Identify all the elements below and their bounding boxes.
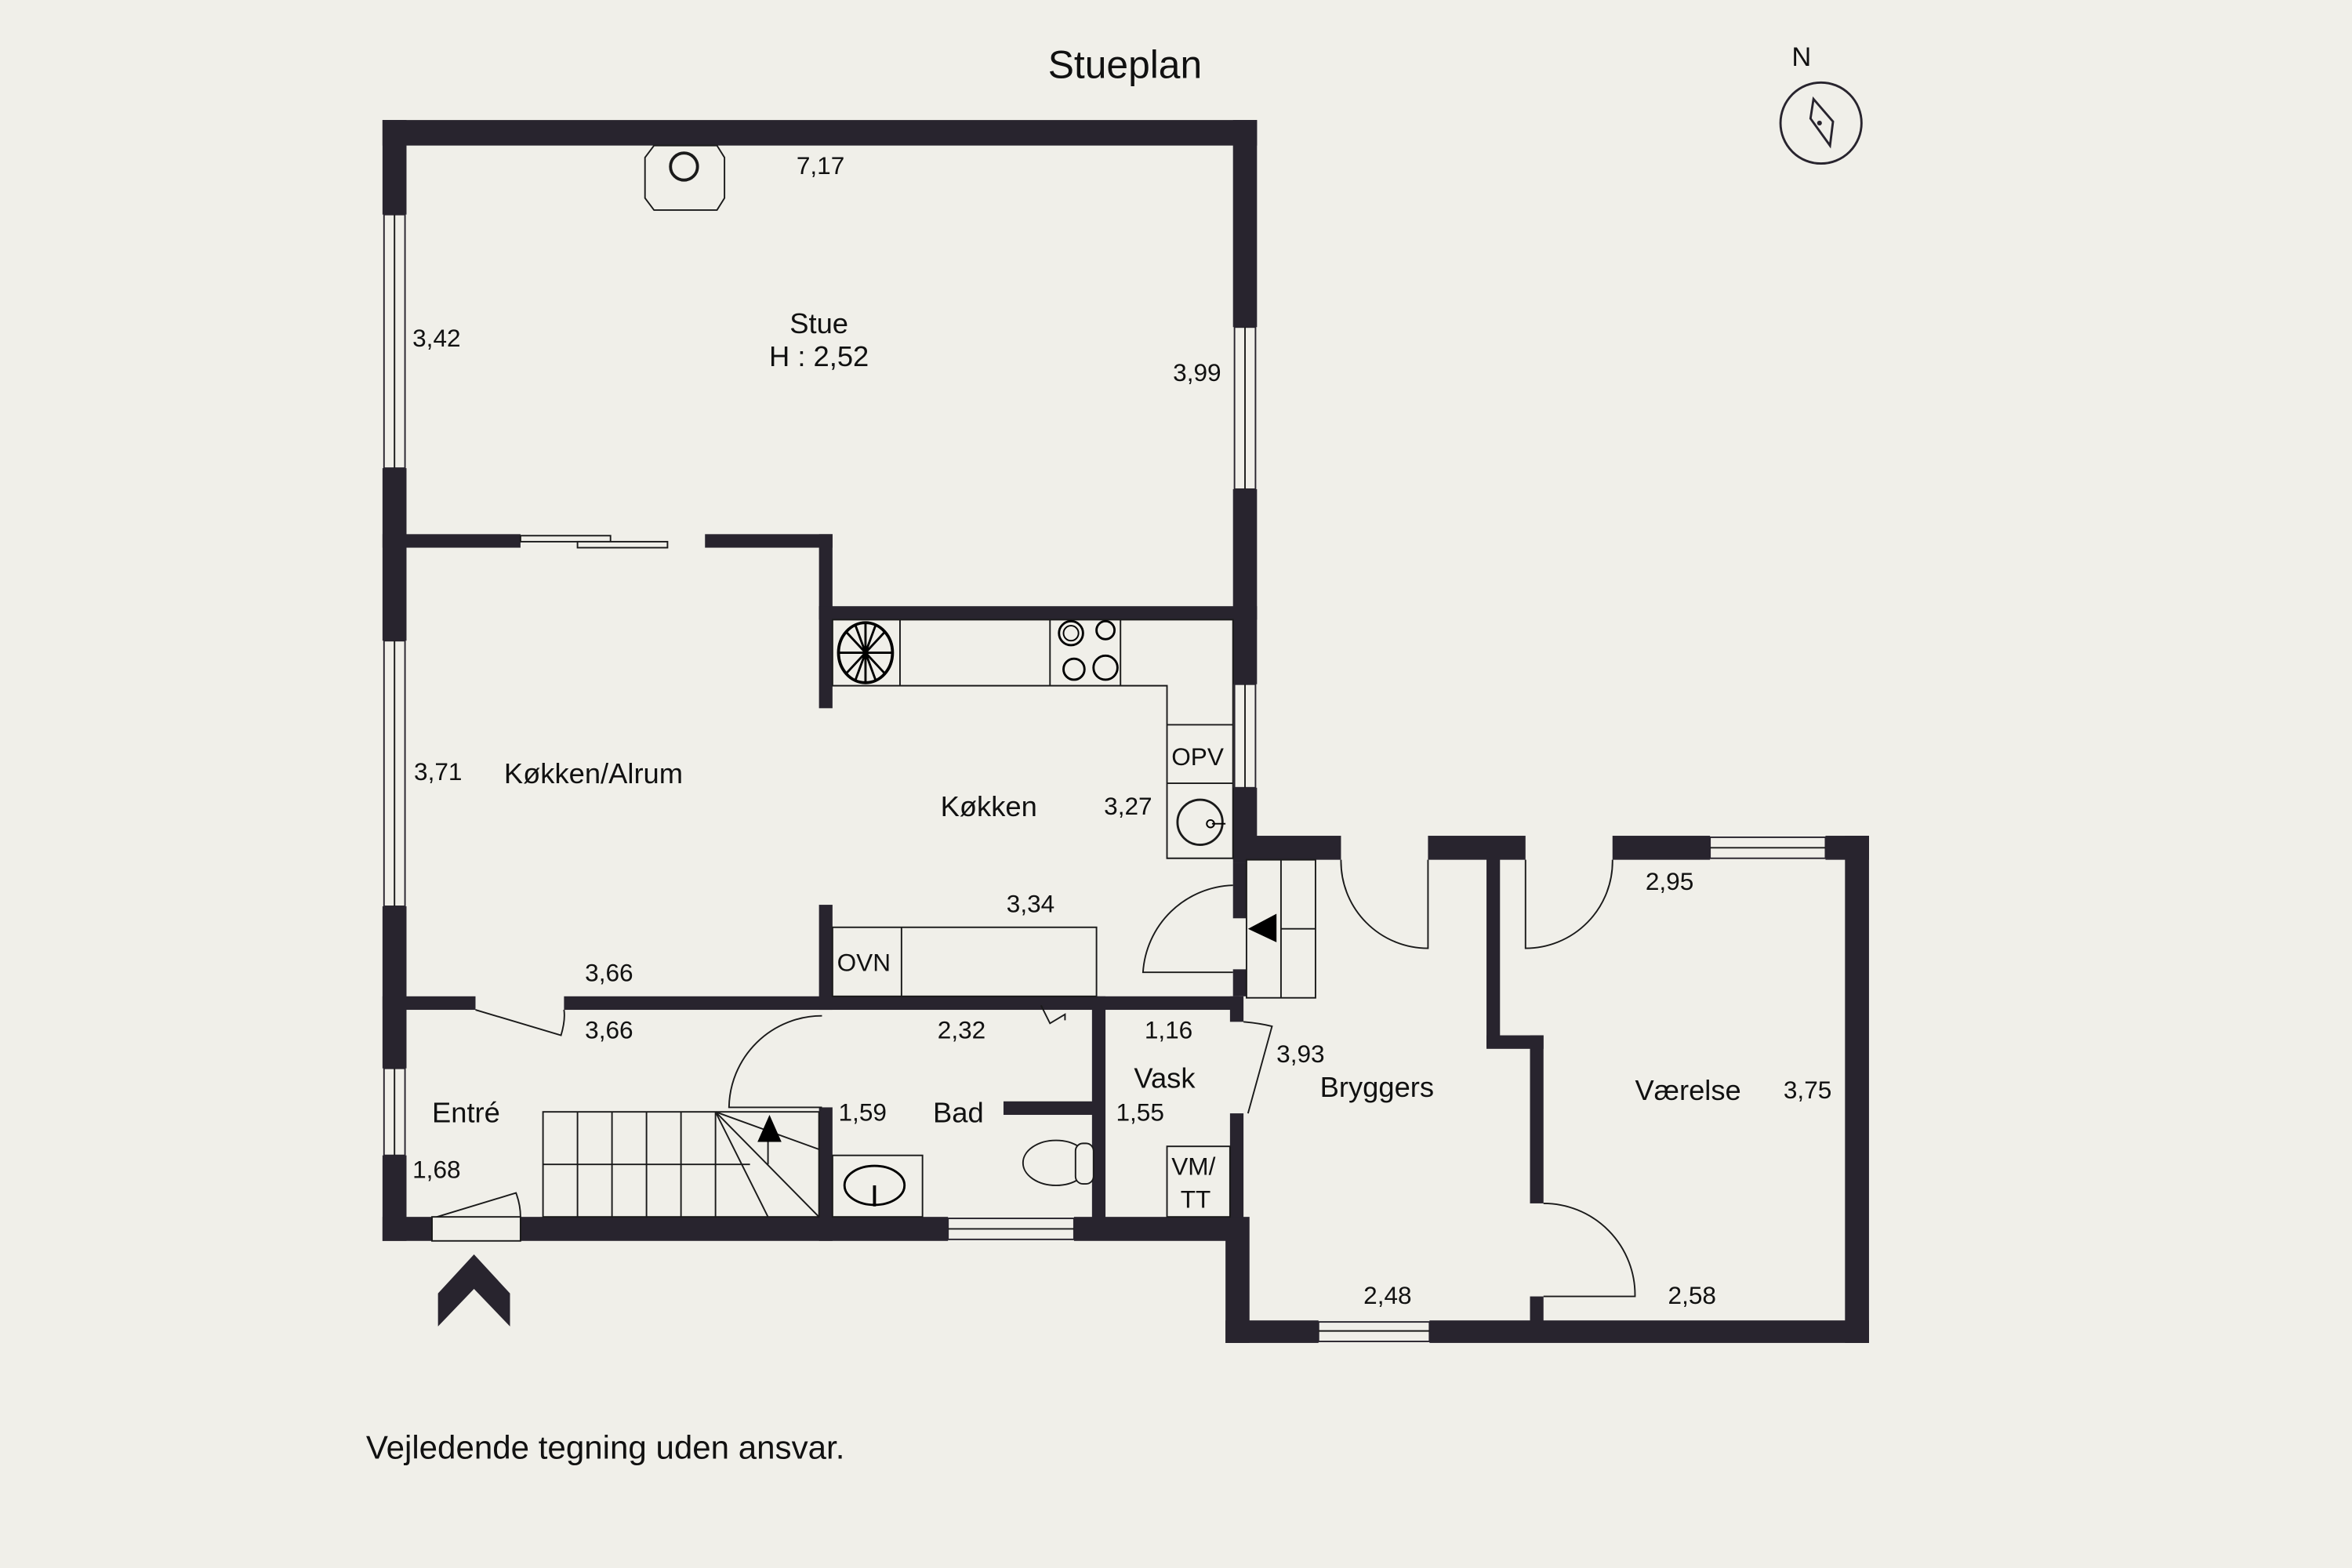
svg-text:2,48: 2,48 xyxy=(1363,1281,1411,1309)
svg-text:1,59: 1,59 xyxy=(839,1098,887,1127)
svg-text:Køkken/Alrum: Køkken/Alrum xyxy=(504,757,683,789)
svg-text:1,16: 1,16 xyxy=(1145,1015,1192,1044)
svg-text:H : 2,52: H : 2,52 xyxy=(769,340,869,372)
svg-text:3,71: 3,71 xyxy=(414,757,462,786)
svg-text:3,99: 3,99 xyxy=(1173,358,1221,387)
walls xyxy=(382,120,1869,1343)
svg-text:Bad: Bad xyxy=(933,1097,984,1129)
svg-text:Bryggers: Bryggers xyxy=(1320,1071,1434,1103)
svg-text:OVN: OVN xyxy=(837,948,891,976)
toilet-icon xyxy=(1022,1139,1094,1186)
svg-text:3,93: 3,93 xyxy=(1276,1040,1324,1068)
svg-text:3,42: 3,42 xyxy=(412,324,460,352)
windows xyxy=(383,213,1827,1342)
fan-icon xyxy=(837,621,895,684)
disclaimer: Vejledende tegning uden ansvar. xyxy=(366,1428,845,1465)
svg-text:1,55: 1,55 xyxy=(1116,1098,1163,1127)
svg-text:3,66: 3,66 xyxy=(585,959,633,987)
svg-text:OPV: OPV xyxy=(1171,742,1224,771)
svg-text:Køkken: Køkken xyxy=(941,790,1037,822)
svg-text:2,95: 2,95 xyxy=(1646,867,1693,895)
svg-text:1,68: 1,68 xyxy=(412,1155,460,1183)
compass-icon: N xyxy=(1779,42,1863,165)
svg-text:Entré: Entré xyxy=(432,1097,500,1129)
stair-arrow-icon xyxy=(1247,913,1277,942)
entrance-arrow-icon xyxy=(437,1254,510,1327)
svg-text:3,75: 3,75 xyxy=(1784,1076,1831,1104)
svg-text:TT: TT xyxy=(1181,1185,1211,1214)
cooktop-icon xyxy=(1058,619,1119,681)
svg-text:7,17: 7,17 xyxy=(797,151,844,180)
svg-text:N: N xyxy=(1791,42,1811,72)
stove-icon xyxy=(644,144,726,211)
svg-text:3,66: 3,66 xyxy=(585,1015,633,1044)
svg-text:Stue: Stue xyxy=(789,307,848,339)
svg-text:3,34: 3,34 xyxy=(1007,890,1054,918)
svg-text:Vask: Vask xyxy=(1134,1062,1196,1094)
svg-text:2,32: 2,32 xyxy=(938,1015,985,1044)
stair-arrow-icon xyxy=(757,1115,782,1142)
room-labels: Stue H : 2,52 7,17 3,42 3,99 Køkken/Alru… xyxy=(412,151,1831,1309)
staircase xyxy=(542,1111,820,1218)
svg-text:3,27: 3,27 xyxy=(1104,792,1152,820)
plan-title: Stueplan xyxy=(1048,43,1202,87)
svg-text:Værelse: Værelse xyxy=(1635,1074,1740,1106)
svg-text:2,58: 2,58 xyxy=(1668,1281,1716,1309)
svg-text:VM/: VM/ xyxy=(1171,1152,1215,1181)
fixtures xyxy=(542,144,1316,1218)
sink-icon xyxy=(1176,798,1226,846)
doors xyxy=(431,535,1636,1298)
